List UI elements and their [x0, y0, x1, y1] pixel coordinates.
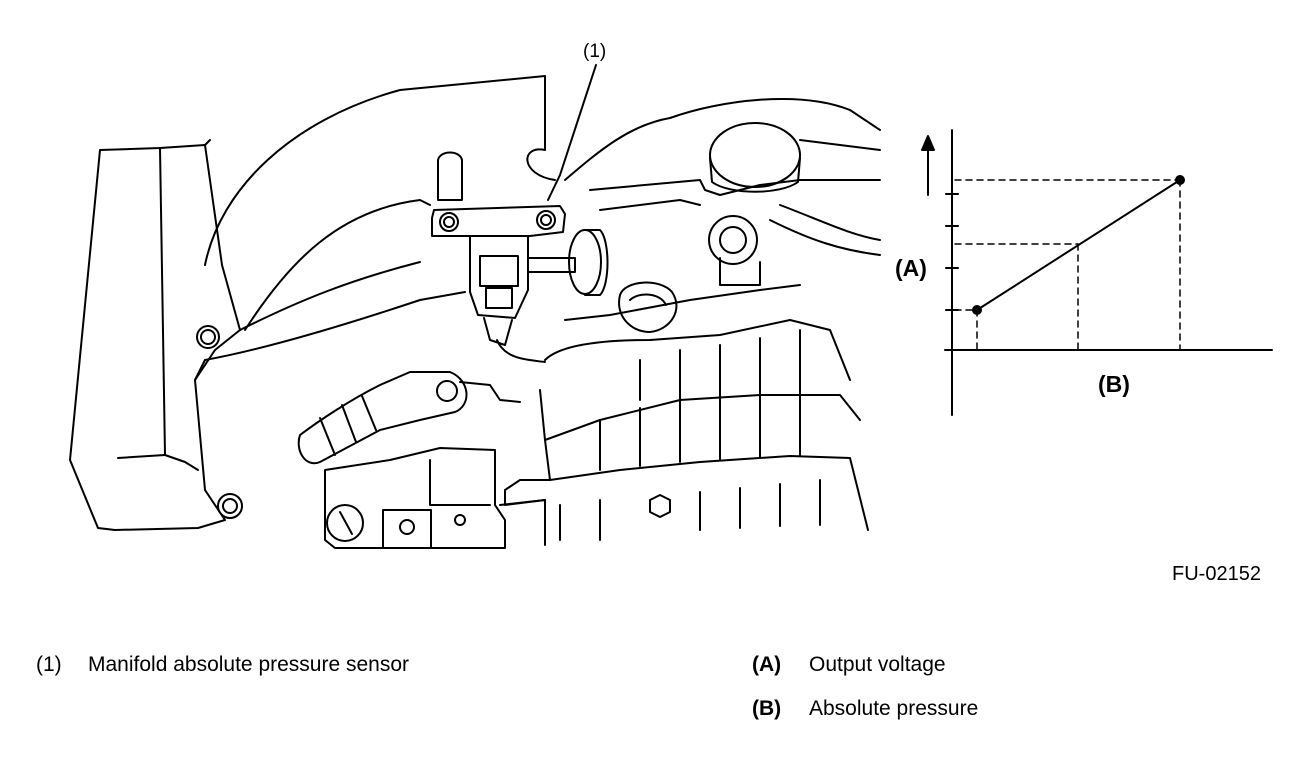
graph-end-point: [1175, 175, 1185, 185]
oil-cap: [708, 215, 761, 286]
callout-leader: [547, 64, 597, 201]
air-duct: [194, 75, 556, 381]
upper-hose: [564, 98, 881, 256]
legend-item-sensor: (1) Manifold absolute pressure sensor: [36, 653, 409, 677]
graph-guides: [954, 179, 1181, 351]
legend-right: (A) Output voltage (B) Absolute pressure: [752, 653, 978, 741]
graph-start-point: [972, 305, 982, 315]
legend-item-output-voltage: (A) Output voltage: [752, 653, 978, 697]
alternator: [504, 281, 869, 541]
legend-left: (1) Manifold absolute pressure sensor: [36, 653, 409, 677]
graph-y-label: (A): [895, 255, 927, 281]
callout-label: (1): [583, 41, 606, 62]
legend-key: (B): [752, 697, 782, 720]
coolant-pipe: [297, 371, 521, 465]
graph-x-label: (B): [1098, 371, 1130, 397]
legend-key: (A): [752, 653, 782, 676]
legend-key: (1): [36, 653, 62, 676]
output-graph: [921, 129, 1273, 416]
bolt-lower: [217, 493, 243, 519]
figure-code: FU-02152: [1172, 563, 1261, 585]
graph-line: [972, 175, 1185, 315]
legend-item-absolute-pressure: (B) Absolute pressure: [752, 697, 978, 741]
legend-text: Output voltage: [809, 653, 946, 676]
legend-text: Manifold absolute pressure sensor: [88, 653, 410, 676]
legend-text: Absolute pressure: [809, 697, 979, 720]
bolt-upper: [196, 325, 220, 349]
intake-manifold: [69, 139, 241, 531]
map-sensor: [431, 151, 609, 363]
lower-block: [324, 447, 546, 549]
